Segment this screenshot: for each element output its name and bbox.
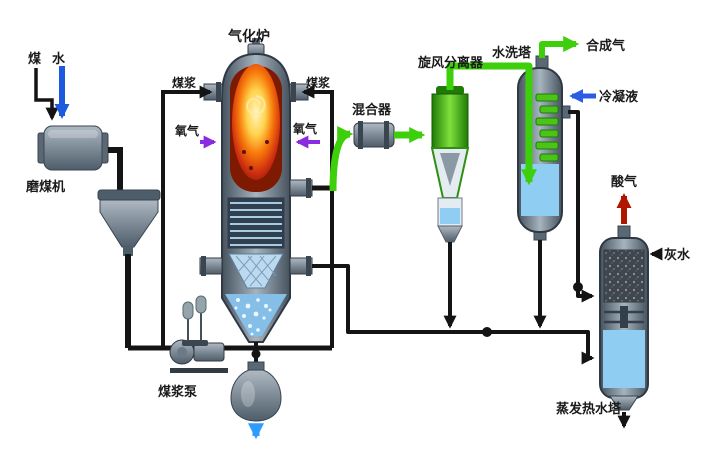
label-syngas: 合成气 [586, 38, 625, 54]
slurry-riser-left [161, 85, 213, 348]
wash-tower-trays [535, 93, 559, 162]
label-slurry-right: 煤浆 [306, 75, 331, 90]
label-cyclone: 旋风分离器 [417, 55, 484, 71]
label-mixer: 混合器 [352, 102, 392, 118]
quench-liquid [225, 294, 287, 336]
coal-mill [37, 125, 109, 171]
coal-feed-arrow [34, 68, 59, 121]
label-slurry-pump: 煤浆泵 [158, 384, 197, 400]
slag-valve-icon [251, 349, 261, 359]
label-coal: 煤 [28, 51, 41, 67]
cyclone-liquid [440, 208, 460, 224]
label-oxygen-left: 氧气 [174, 123, 199, 138]
wash-water-transfer-pipe [568, 110, 595, 303]
label-evap-tower: 蒸发热水塔 [556, 401, 622, 417]
instrument-cluster [182, 295, 208, 346]
slurry-hopper [97, 189, 161, 256]
slurry-riser-right [301, 85, 334, 348]
cyclone-inner-cone [440, 153, 460, 186]
label-slurry-left: 煤浆 [172, 75, 197, 90]
cyclone-separator [430, 86, 470, 243]
mixer [353, 121, 395, 149]
syngas-outlet-arrow [539, 36, 580, 58]
flame-swirl-icon [246, 95, 266, 116]
tube-bundle [227, 197, 285, 249]
evaporation-hot-water-tower [599, 225, 649, 411]
tower-liquid [603, 330, 645, 388]
label-ash-water: 灰水 [664, 247, 691, 263]
label-wash-tower: 水洗塔 [492, 45, 532, 61]
inline-valve-icon [482, 327, 492, 337]
packing-section [603, 249, 645, 303]
label-coal-mill: 磨煤机 [26, 179, 65, 195]
mill-outlet-pipe [108, 147, 123, 192]
label-acid-gas: 酸气 [611, 174, 637, 190]
burner-cap [252, 38, 260, 45]
flame [230, 64, 282, 192]
label-oxygen-right: 氧气 [292, 121, 317, 136]
gasifier-vessel [199, 38, 313, 343]
label-condensate: 冷凝液 [599, 89, 638, 105]
cyclone-overhead-pipe [446, 62, 537, 186]
label-water: 水 [52, 51, 66, 67]
distributor-grid [228, 253, 284, 289]
gas-curve-pipe [329, 126, 354, 192]
lockhopper-flask [230, 361, 282, 422]
label-gasifier: 气化炉 [227, 28, 270, 45]
transfer-pump-icon [573, 282, 583, 292]
black-water-main-pipe [312, 264, 595, 365]
